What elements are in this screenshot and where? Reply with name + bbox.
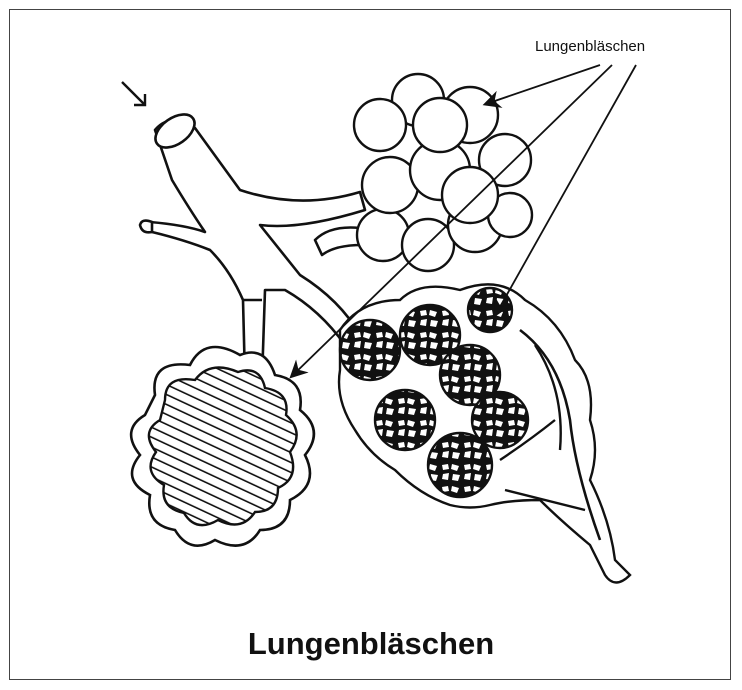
alveolar-cluster-hatched [131, 347, 314, 546]
alveolar-cluster-top [354, 74, 532, 271]
diagram-caption: Lungenbläschen [0, 626, 742, 662]
alveolar-cluster-capillary [339, 284, 630, 582]
bronchiole-tree [140, 108, 365, 380]
airflow-arrow-icon [122, 82, 145, 105]
callout-label: Lungenbläschen [535, 38, 645, 55]
